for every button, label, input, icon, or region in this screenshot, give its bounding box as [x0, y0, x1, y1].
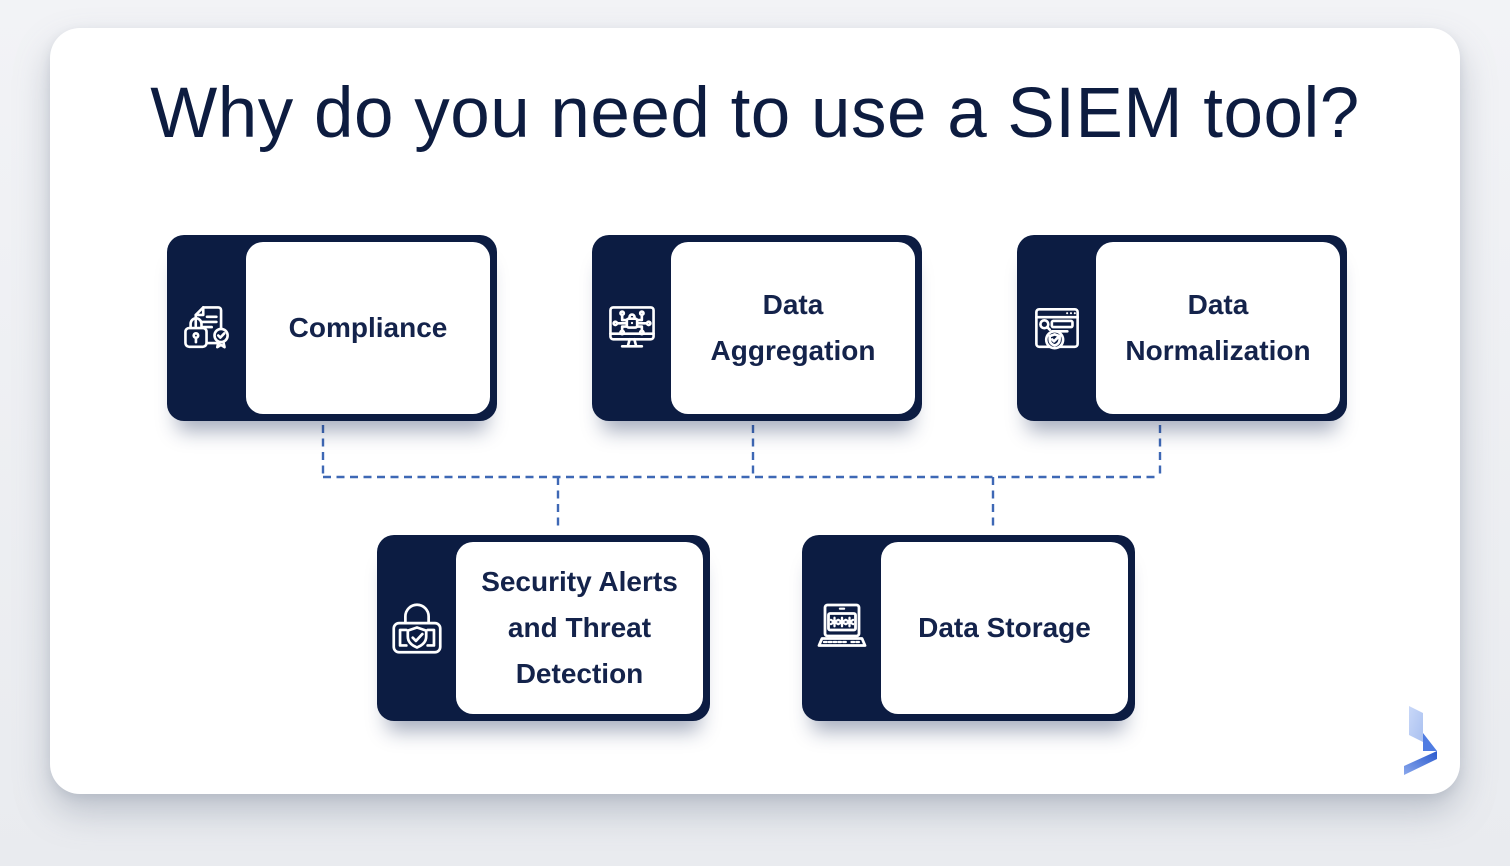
card-security-alerts: Security Alerts and Threat Detection	[377, 535, 710, 721]
card-data-aggregation: Data Aggregation	[592, 235, 922, 421]
page-title: Why do you need to use a SIEM tool?	[150, 74, 1360, 153]
card-security-alerts-body: Security Alerts and Threat Detection	[456, 542, 703, 714]
card-compliance-label: Compliance	[288, 312, 448, 343]
card-data-storage-label: Data Storage	[918, 612, 1091, 643]
card-data-storage: Data Storage	[802, 535, 1135, 721]
card-compliance-icon-strip	[167, 235, 246, 421]
card-data-storage-icon-strip	[802, 535, 881, 721]
card-data-storage-body: Data Storage	[881, 542, 1128, 714]
card-data-normalization-icon-strip	[1017, 235, 1096, 421]
card-compliance-body: Compliance	[246, 242, 490, 414]
brand-logo	[1404, 706, 1437, 775]
data-aggregation-monitor-network-lock-icon	[608, 306, 655, 348]
card-data-aggregation-label: Data Aggregation	[710, 289, 876, 366]
card-security-alerts-icon-strip	[377, 535, 456, 721]
card-data-normalization: Data Normalization	[1017, 235, 1347, 421]
security-alerts-padlock-shield-check-icon	[391, 603, 442, 654]
card-compliance: Compliance	[167, 235, 497, 421]
card-data-aggregation-body: Data Aggregation	[671, 242, 915, 414]
card-security-alerts-label: Security Alerts and Threat Detection	[481, 566, 678, 689]
data-normalization-browser-search-check-icon	[1034, 307, 1079, 350]
card-data-normalization-label: Data Normalization	[1125, 289, 1311, 366]
data-storage-laptop-password-icon	[817, 603, 866, 647]
compliance-document-lock-certificate-icon	[183, 306, 229, 349]
card-data-aggregation-icon-strip	[592, 235, 671, 421]
card-data-normalization-body: Data Normalization	[1096, 242, 1340, 414]
infographic-card: Why do you need to use a SIEM tool?	[50, 28, 1460, 794]
